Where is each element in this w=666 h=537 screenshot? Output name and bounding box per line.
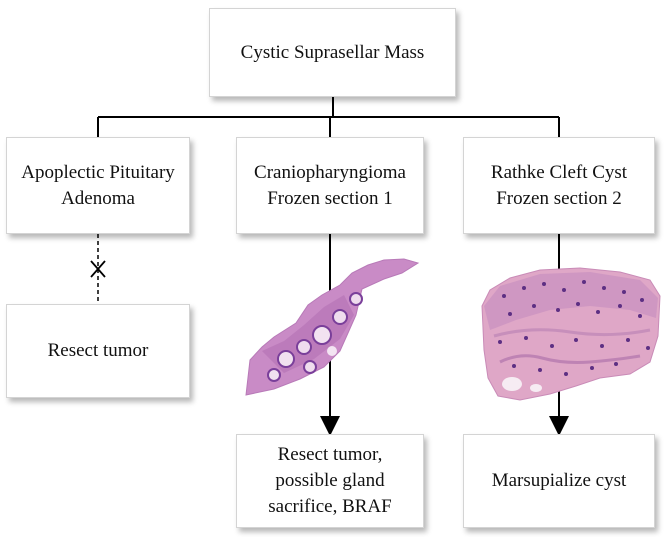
outcome-node-label-line3: sacrifice, BRAF <box>268 496 392 517</box>
outcome-node-label-line1: Resect tumor <box>47 340 149 361</box>
branch-node-label-line1: Apoplectic Pituitary <box>21 161 175 183</box>
x-mark-icon <box>90 260 106 278</box>
branch-node-rathke-cleft-cyst: Rathke Cleft Cyst Frozen section 2 <box>463 137 655 234</box>
histology-image-craniopharyngioma <box>245 258 420 396</box>
root-node-box: Cystic Suprasellar Mass <box>209 8 456 97</box>
outcome-node-label-line1: Resect tumor, <box>277 444 383 465</box>
branch-node-craniopharyngioma: Craniopharyngioma Frozen section 1 <box>236 137 424 234</box>
branch-node-label-line2: Adenoma <box>61 187 135 209</box>
branch-node-label-line2: Frozen section 2 <box>496 187 622 209</box>
branch-node-label-line1: Rathke Cleft Cyst <box>490 161 628 183</box>
outcome-node-label-line1: Marsupialize cyst <box>491 470 627 491</box>
branch-node-apoplectic-pituitary-adenoma: Apoplectic Pituitary Adenoma <box>6 137 190 234</box>
outcome-node-label-line2: possible gland <box>275 470 385 491</box>
branch-node-label-line1: Craniopharyngioma <box>254 161 406 183</box>
histology-image-rathke-cleft-cyst <box>481 267 661 401</box>
outcome-node-resect-tumor: Resect tumor <box>6 304 190 398</box>
branch-node-label-line2: Frozen section 1 <box>267 187 393 209</box>
outcome-node-resect-tumor-gland-sacrifice: Resect tumor, possible gland sacrifice, … <box>236 434 424 528</box>
root-node-label: Cystic Suprasellar Mass <box>240 41 425 63</box>
outcome-node-marsupialize-cyst: Marsupialize cyst <box>463 434 655 528</box>
